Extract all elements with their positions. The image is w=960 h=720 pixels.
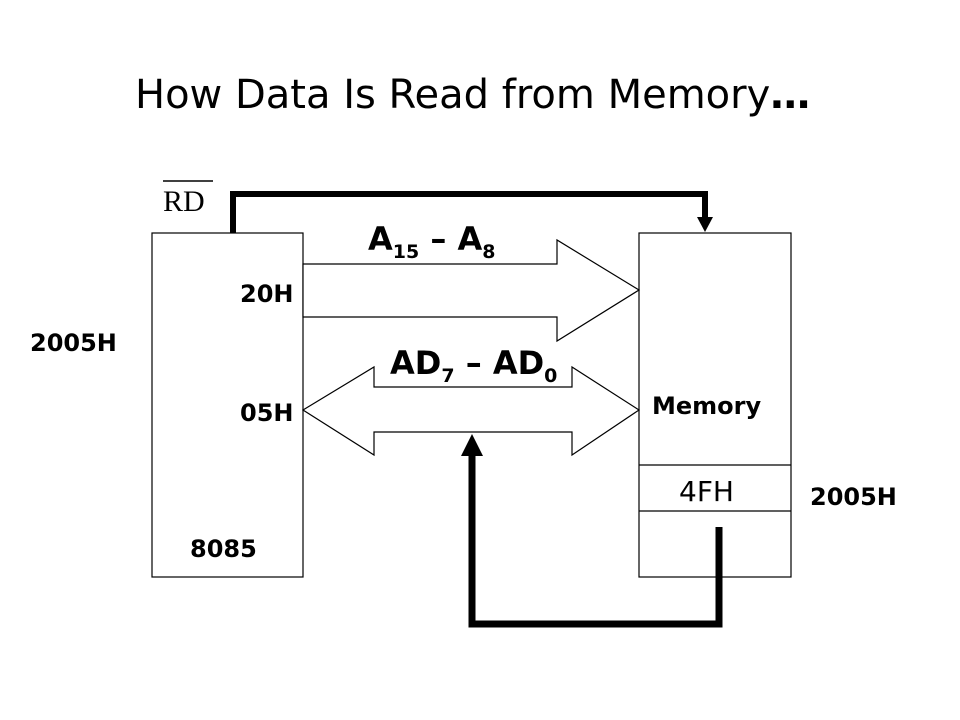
cpu-address: 2005H [30, 329, 117, 357]
rd-arrowhead [697, 217, 713, 232]
memory-address: 2005H [810, 483, 897, 511]
rd-label: RD [163, 185, 205, 218]
address-bus-label: A15 – A8 [368, 220, 496, 263]
data-return-line [468, 452, 723, 628]
cpu-high-byte: 20H [240, 280, 293, 308]
rd-control-line [230, 191, 708, 233]
page-title: How Data Is Read from Memory… [135, 72, 810, 118]
cpu-box [151, 232, 304, 578]
cpu-label: 8085 [190, 535, 257, 563]
memory-label: Memory [652, 392, 761, 420]
memory-box [638, 232, 792, 578]
data-bus-label: AD7 – AD0 [390, 344, 557, 387]
data-bus-arrow [301, 365, 641, 457]
cpu-low-byte: 05H [240, 399, 293, 427]
data-return-arrowhead [461, 434, 483, 456]
address-bus-arrow [302, 238, 641, 343]
memory-cell-value: 4FH [679, 475, 734, 508]
